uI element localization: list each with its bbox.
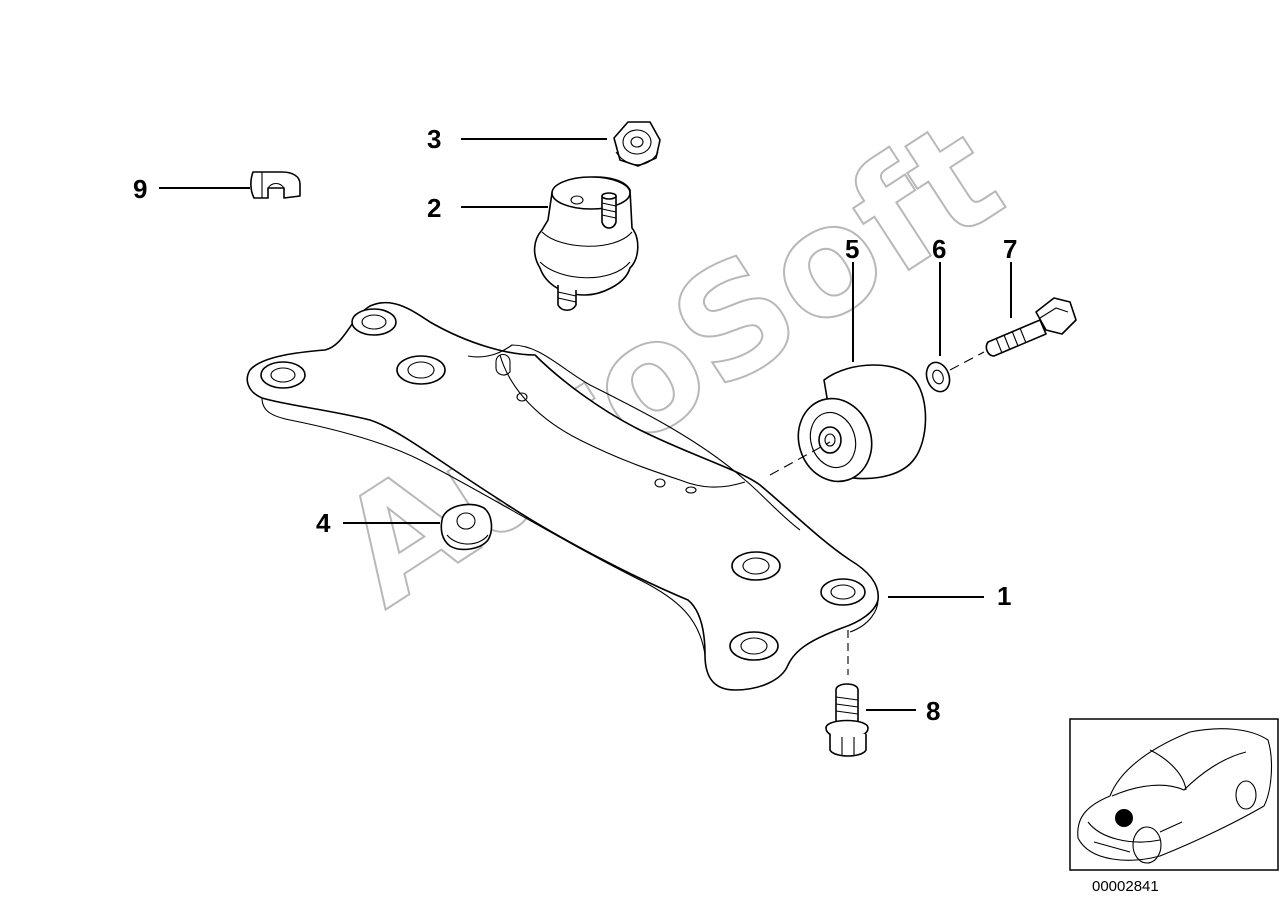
car-location-thumbnail[interactable]: 00002841: [1069, 718, 1279, 895]
engine-mount-part[interactable]: [533, 176, 639, 312]
hex-nut-part[interactable]: [613, 121, 661, 167]
car-outline-icon: [1077, 728, 1272, 864]
callout-1[interactable]: 1: [997, 581, 1011, 611]
callout-2[interactable]: 2: [427, 193, 441, 223]
callout-7[interactable]: 7: [1003, 234, 1017, 264]
flange-bolt-part[interactable]: [825, 683, 869, 757]
callout-3[interactable]: 3: [427, 124, 441, 154]
clip-part[interactable]: [250, 171, 301, 199]
bolt-part[interactable]: [985, 297, 1077, 357]
callout-4[interactable]: 4: [316, 508, 331, 538]
callout-8[interactable]: 8: [926, 696, 940, 726]
nut-part[interactable]: [440, 503, 493, 551]
crossmember-part[interactable]: [246, 301, 879, 691]
callout-5[interactable]: 5: [845, 234, 859, 264]
diagram-id-label: 00002841: [1092, 878, 1159, 895]
callout-9[interactable]: 9: [133, 174, 147, 204]
leader-lines: [159, 138, 1012, 711]
callout-6[interactable]: 6: [932, 234, 946, 264]
washer-part[interactable]: [923, 359, 954, 395]
assembly-axis-line: [769, 351, 985, 675]
bushing-part[interactable]: [788, 364, 927, 491]
